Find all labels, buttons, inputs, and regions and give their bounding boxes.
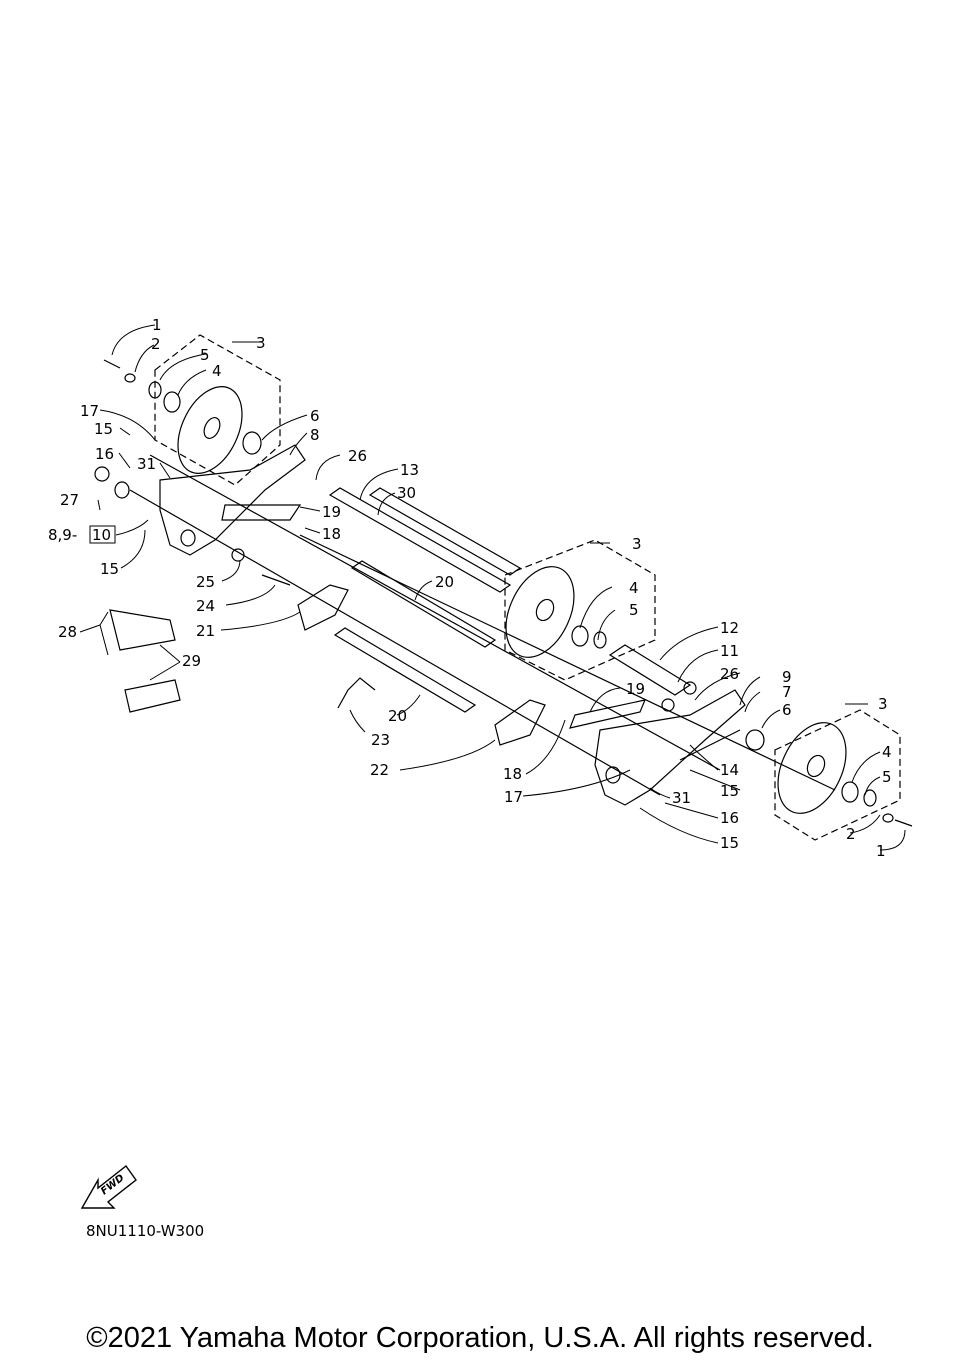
callout-c20a: 20 — [435, 573, 454, 591]
callout-c6b: 6 — [782, 701, 792, 719]
callout-c5b: 5 — [629, 601, 639, 619]
callout-c29: 29 — [182, 652, 201, 670]
callout-c2a: 2 — [151, 335, 161, 353]
callout-c19a: 19 — [322, 503, 341, 521]
callout-c26b: 26 — [720, 665, 739, 683]
callout-c22: 22 — [370, 761, 389, 779]
callout-c27: 27 — [60, 491, 79, 509]
callout-c1b: 1 — [876, 842, 886, 860]
fwd-arrow-icon — [80, 1164, 137, 1209]
callout-c26a: 26 — [348, 447, 367, 465]
callout-c2b: 2 — [846, 825, 856, 843]
callout-c10: 10 — [92, 526, 111, 544]
callout-c23: 23 — [371, 731, 390, 749]
callout-c30: 30 — [397, 484, 416, 502]
callout-c15a: 15 — [94, 420, 113, 438]
callout-c17a: 17 — [80, 402, 99, 420]
callout-c21: 21 — [196, 622, 215, 640]
callout-c6a: 6 — [310, 407, 320, 425]
small-parts — [109, 548, 741, 761]
callout-c25: 25 — [196, 573, 215, 591]
callout-10-box — [89, 525, 116, 544]
callout-c89: 8,9- — [48, 526, 77, 544]
callout-c1a: 1 — [152, 316, 162, 334]
right-side-plate — [569, 689, 746, 806]
shafts — [129, 454, 836, 796]
callout-c4c: 4 — [882, 743, 892, 761]
wheel-set-center — [504, 539, 656, 681]
callout-c15d: 15 — [720, 834, 739, 852]
callout-c17b: 17 — [504, 788, 523, 806]
drawing-code: 8NU1110-W300 — [86, 1222, 205, 1240]
callout-c11: 11 — [720, 642, 739, 660]
callout-c28: 28 — [58, 623, 77, 641]
callout-c4b: 4 — [629, 579, 639, 597]
callout-c20b: 20 — [388, 707, 407, 725]
callout-c3a: 3 — [256, 334, 266, 352]
callout-c18b: 18 — [503, 765, 522, 783]
copyright-notice: ©2021 Yamaha Motor Corporation, U.S.A. A… — [86, 1322, 874, 1354]
callout-c3b: 3 — [632, 535, 642, 553]
callout-c16b: 16 — [720, 809, 739, 827]
callout-c19b: 19 — [626, 680, 645, 698]
callout-c5c: 5 — [882, 768, 892, 786]
callout-c14: 14 — [720, 761, 739, 779]
callout-c15b: 15 — [100, 560, 119, 578]
callout-c18a: 18 — [322, 525, 341, 543]
callout-c5a: 5 — [200, 346, 210, 364]
callout-c8a: 8 — [310, 426, 320, 444]
callout-c7: 7 — [782, 683, 792, 701]
callout-c9: 9 — [782, 668, 792, 686]
leader-lines — [79, 324, 906, 851]
callout-c15c: 15 — [720, 782, 739, 800]
callout-c31b: 31 — [672, 789, 691, 807]
callout-c12: 12 — [720, 619, 739, 637]
callout-c4a: 4 — [212, 362, 222, 380]
callout-c3c: 3 — [878, 695, 888, 713]
left-side-plate — [94, 444, 306, 556]
callout-c13: 13 — [400, 461, 419, 479]
callout-c31a: 31 — [137, 455, 156, 473]
callout-c16a: 16 — [95, 445, 114, 463]
wheel-set-right — [745, 709, 913, 841]
callout-c24: 24 — [196, 597, 215, 615]
